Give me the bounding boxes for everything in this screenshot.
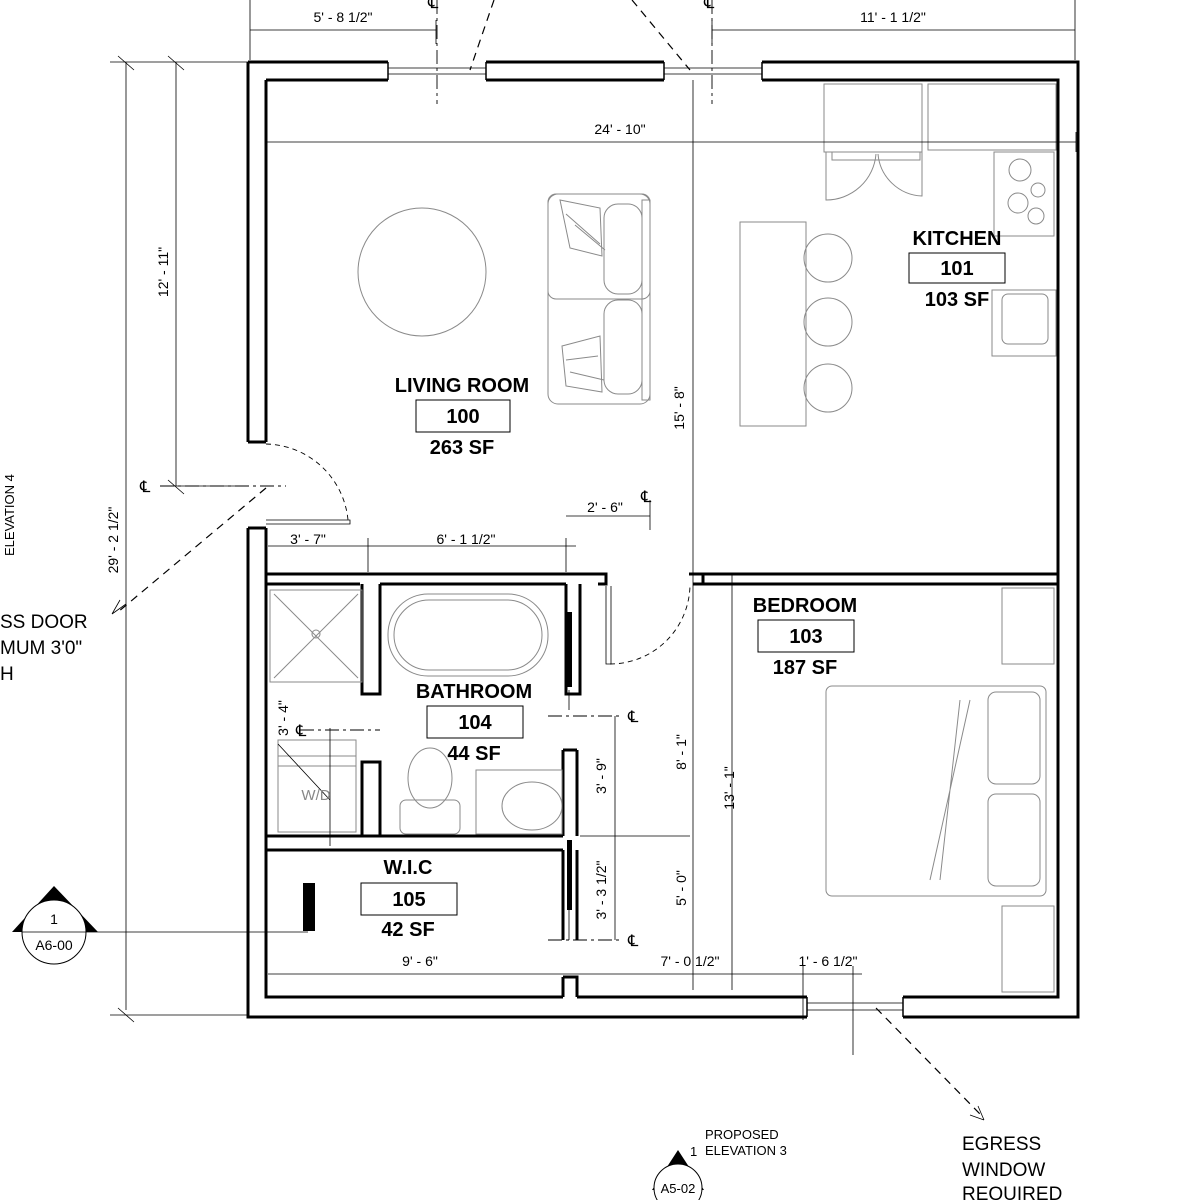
dim-bottom-mid: 7' - 0 1/2" xyxy=(660,953,719,969)
dimension-lines xyxy=(110,0,1077,1121)
washer-dryer-label: W/D xyxy=(301,787,330,804)
room-tag-living: LIVING ROOM 100 263 SF xyxy=(395,375,529,459)
centerline-icon: ℄ xyxy=(627,709,639,726)
egress-window-note-line3: REQUIRED xyxy=(962,1184,1062,1200)
dim-wic-depth: 3' - 3 1/2" xyxy=(593,860,609,919)
room-area: 263 SF xyxy=(430,437,494,459)
egress-door-note-line3: H xyxy=(0,664,14,685)
dim-entry-offset: 3' - 7" xyxy=(290,531,326,547)
egress-door-note-line1: SS DOOR xyxy=(0,612,88,633)
dim-hall-upper: 8' - 1" xyxy=(673,734,689,770)
room-area: 44 SF xyxy=(447,743,500,765)
egress-door-note-line2: MUM 3'0" xyxy=(0,638,82,659)
dim-bath-width: 6' - 1 1/2" xyxy=(436,531,495,547)
room-number: 100 xyxy=(446,406,479,428)
room-number: 105 xyxy=(392,889,425,911)
centerline-symbols: ℄ ℄ ℄ ℄ ℄ ℄ ℄ xyxy=(139,0,715,950)
room-area: 42 SF xyxy=(381,919,434,941)
room-tag-bedroom: BEDROOM 103 187 SF xyxy=(753,595,857,679)
room-name: W.I.C xyxy=(384,857,433,879)
room-tag-bathroom: BATHROOM 104 44 SF xyxy=(416,681,532,765)
dim-left-overall: 29' - 2 1/2" xyxy=(105,507,121,574)
dim-left-upper: 12' - 11" xyxy=(155,247,171,297)
centerline-icon: ℄ xyxy=(427,0,439,12)
section-marker-sheet: A6-00 xyxy=(35,937,73,953)
dim-center-vertical: 15' - 8" xyxy=(671,386,687,429)
dimension-labels: 5' - 8 1/2" 11' - 1 1/2" 24' - 10" 12' -… xyxy=(105,9,926,969)
dim-overall-width: 24' - 10" xyxy=(594,121,645,137)
elevation-marker-sheet: A5-02 xyxy=(661,1181,696,1196)
room-name: LIVING ROOM xyxy=(395,375,529,397)
room-name: KITCHEN xyxy=(913,228,1002,250)
room-tag-kitchen: KITCHEN 101 103 SF xyxy=(908,228,1006,311)
centerline-icon: ℄ xyxy=(640,489,652,506)
room-name: BEDROOM xyxy=(753,595,857,617)
dim-wd-depth: 3' - 4" xyxy=(275,700,291,736)
dim-bottom-left: 9' - 6" xyxy=(402,953,438,969)
dim-top-left: 5' - 8 1/2" xyxy=(313,9,372,25)
proposed-elevation-number: 1 xyxy=(690,1144,697,1159)
exterior-walls xyxy=(246,60,1080,1019)
room-number: 101 xyxy=(940,258,973,280)
egress-window-note-line2: WINDOW xyxy=(962,1160,1045,1181)
dim-bedroom-depth: 13' - 1" xyxy=(721,766,737,809)
proposed-elevation-line2: ELEVATION 3 xyxy=(705,1143,787,1158)
room-area: 103 SF xyxy=(925,289,989,311)
dim-bottom-right: 1' - 6 1/2" xyxy=(798,953,857,969)
centerline-icon: ℄ xyxy=(295,723,307,740)
centerline-icon: ℄ xyxy=(703,0,715,12)
kitchen-fixtures xyxy=(739,83,1057,427)
section-marker: 1 A6-00 xyxy=(12,886,308,965)
room-number: 103 xyxy=(789,626,822,648)
dim-top-right: 11' - 1 1/2" xyxy=(860,9,926,25)
bedroom-furniture xyxy=(825,587,1055,993)
elevation-4-label: ELEVATION 4 xyxy=(2,474,17,556)
section-marker-number: 1 xyxy=(50,911,58,927)
centerline-icon: ℄ xyxy=(627,933,639,950)
notes: ELEVATION 4 SS DOOR MUM 3'0" H EGRESS WI… xyxy=(0,474,1062,1200)
dim-vanity-depth: 3' - 9" xyxy=(593,758,609,794)
room-tag-wic: W.I.C 105 42 SF xyxy=(360,857,458,941)
living-furniture xyxy=(357,193,651,405)
centerline-icon: ℄ xyxy=(139,479,151,496)
room-area: 187 SF xyxy=(773,657,837,679)
dim-hall-lower: 5' - 0" xyxy=(673,870,689,906)
bathroom-fixtures: W/D xyxy=(269,589,563,846)
dim-door-width: 2' - 6" xyxy=(587,499,623,515)
egress-window-note-line1: EGRESS xyxy=(962,1134,1041,1155)
room-number: 104 xyxy=(458,712,492,734)
door-swings xyxy=(265,443,691,665)
proposed-elevation-line1: PROPOSED xyxy=(705,1127,779,1142)
room-name: BATHROOM xyxy=(416,681,532,703)
elevation-marker: A5-02 xyxy=(652,1150,704,1200)
